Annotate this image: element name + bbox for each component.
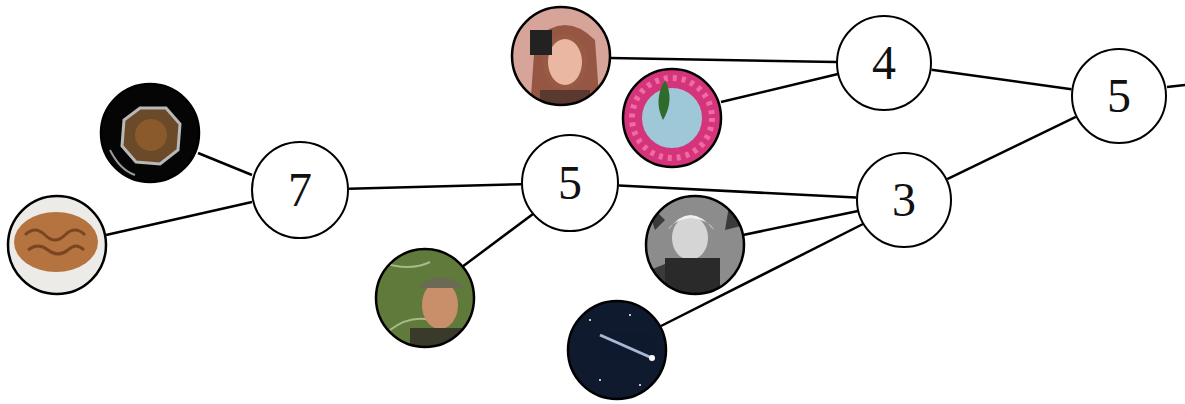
photo-link [743, 211, 858, 235]
photo-links [106, 58, 1185, 326]
connector [947, 117, 1076, 179]
lei-photo [622, 68, 722, 168]
walnut-photo [7, 195, 107, 295]
photo-link [106, 202, 252, 235]
photo-link [198, 153, 252, 175]
node-number: 4 [872, 39, 896, 87]
node-number: 7 [288, 166, 312, 214]
comet-photo [567, 300, 667, 400]
number-circle: 7 [251, 141, 349, 239]
node-number: 5 [1107, 72, 1131, 120]
photo-link [462, 214, 533, 267]
locket-photo [100, 83, 200, 183]
connector [932, 70, 1072, 90]
connector [619, 185, 856, 197]
man-photo [375, 248, 475, 353]
portrait-photo [645, 195, 745, 298]
photo-link [721, 74, 838, 102]
photo-link [610, 58, 836, 62]
connector [349, 184, 521, 188]
continuation-line [1167, 85, 1185, 87]
woman-photo [511, 6, 611, 110]
node-number: 5 [558, 159, 582, 207]
number-circle: 3 [856, 152, 952, 248]
node-number: 3 [892, 176, 916, 224]
number-circle: 5 [521, 134, 619, 232]
number-circle: 4 [836, 15, 932, 111]
number-circle: 5 [1071, 48, 1167, 144]
